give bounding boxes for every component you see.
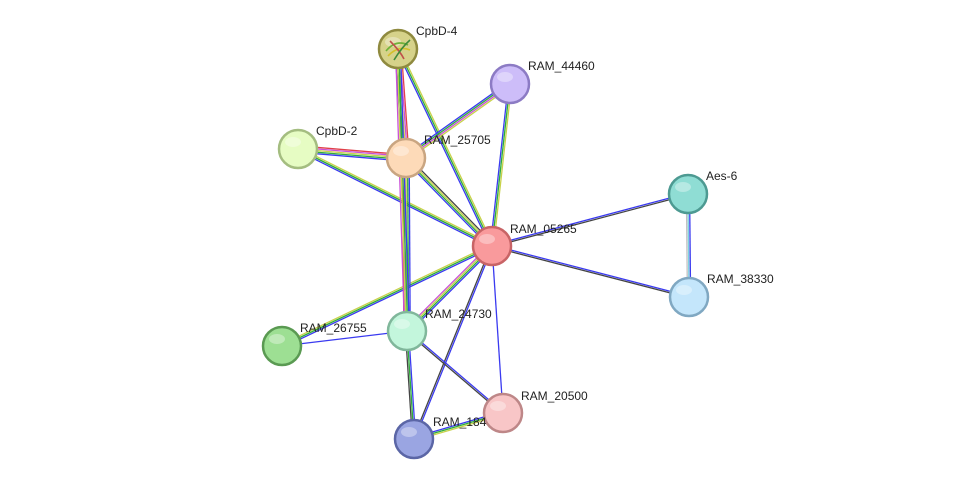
node-highlight (394, 319, 410, 329)
edge-strand (406, 331, 503, 415)
edge-strand (406, 156, 494, 246)
edge-strand (491, 83, 511, 247)
node-circle[interactable] (668, 276, 710, 318)
edge-strand (398, 48, 409, 331)
node-highlight (393, 146, 409, 156)
node-RAM_44460[interactable]: RAM_44460 (489, 59, 595, 105)
edge-strand (404, 158, 492, 248)
node-circle[interactable] (261, 325, 303, 367)
node-Aes-6[interactable]: Aes-6 (667, 169, 738, 215)
edge-RAM_05265-RAM_44460 (489, 83, 513, 247)
node-label-RAM_24730: RAM_24730 (425, 307, 492, 321)
node-RAM_05265[interactable]: RAM_05265 (471, 222, 577, 267)
edge-RAM_05265-RAM_26755 (281, 243, 493, 349)
edge-strand (492, 84, 513, 247)
node-highlight (479, 234, 495, 244)
node-RAM_38330[interactable]: RAM_38330 (668, 272, 774, 318)
edge-RAM_24730-RAM_26755 (281, 330, 408, 347)
node-highlight (401, 427, 417, 437)
edge-strand (408, 157, 411, 331)
node-layer: RAM_05265 RAM_25705 CpbD-4RAM_44460CpbD-2A… (261, 24, 774, 460)
node-label-CpbD-4: CpbD-4 (416, 24, 458, 38)
node-circle[interactable] (385, 137, 427, 179)
edge-strand (492, 244, 690, 297)
node-RAM_24730[interactable]: RAM_24730 (386, 307, 492, 352)
node-highlight (497, 72, 513, 82)
edge-strand (394, 49, 406, 332)
node-label-RAM_26755: RAM_26755 (300, 321, 367, 335)
edge-RAM_24730-RAM_20500 (406, 329, 504, 415)
node-CpbD-2[interactable]: CpbD-2 (277, 124, 358, 170)
node-highlight (490, 401, 506, 411)
edge-strand (407, 329, 504, 413)
edge-RAM_05265-CpbD-4 (395, 48, 495, 247)
edge-strand (397, 48, 493, 247)
edge-strand (412, 245, 492, 439)
node-label-Aes-6: Aes-6 (706, 169, 738, 183)
edge-strand (296, 149, 492, 249)
edge-strand (282, 246, 493, 349)
node-highlight (675, 182, 691, 192)
edge-strand (406, 84, 511, 160)
edge-strand (281, 245, 493, 347)
edge-strand (407, 85, 512, 161)
edge-strand (403, 159, 491, 249)
edge-strand (491, 192, 688, 246)
edge-RAM_05265-RAM_38330 (491, 244, 690, 299)
edge-RAM_25705-RAM_44460 (404, 81, 512, 161)
node-CpbD-4[interactable]: CpbD-4 (377, 24, 458, 70)
edge-strand (489, 83, 510, 246)
edge-RAM_05265-CpbD-2 (296, 146, 494, 249)
structure-strand (389, 40, 405, 60)
edge-strand (491, 245, 504, 414)
structure-strand (387, 47, 411, 57)
node-circle[interactable] (277, 128, 319, 170)
node-highlight (285, 137, 301, 147)
node-circle[interactable] (667, 173, 709, 215)
edge-RAM_05265-RAM_20500 (491, 245, 504, 414)
edge-strand (404, 81, 509, 157)
edge-strand (492, 194, 689, 248)
node-circle[interactable] (489, 63, 531, 105)
node-circle[interactable] (482, 392, 524, 434)
edge-strand (395, 49, 492, 247)
node-label-RAM_44460: RAM_44460 (528, 59, 595, 73)
edge-strand (405, 82, 510, 158)
edge-strand (281, 243, 492, 346)
edge-strand (398, 48, 495, 246)
protein-structure-icon (385, 39, 411, 61)
node-RAM_20500[interactable]: RAM_20500 (482, 389, 588, 434)
edge-strand (414, 246, 494, 440)
node-label-RAM_18420: RAM_184 (433, 415, 487, 429)
node-circle[interactable] (386, 310, 428, 352)
edge-strand (407, 155, 495, 245)
edge-strand (396, 49, 407, 332)
node-highlight (676, 285, 692, 295)
node-RAM_18420[interactable]: RAM_184 (393, 415, 487, 460)
edge-RAM_05265-Aes-6 (491, 192, 689, 248)
node-label-RAM_38330: RAM_38330 (707, 272, 774, 286)
edge-strand (298, 146, 494, 246)
edge-CpbD-4-RAM_24730 (394, 48, 411, 332)
edge-RAM_05265-RAM_18420 (412, 245, 494, 440)
edge-RAM_05265-RAM_25705 (403, 155, 495, 249)
node-circle[interactable] (393, 418, 435, 460)
edge-strand (399, 48, 411, 331)
node-label-RAM_25705: RAM_25705 (424, 133, 491, 147)
edge-strand (297, 148, 493, 247)
node-label-RAM_20500: RAM_20500 (521, 389, 588, 403)
node-label-RAM_05265: RAM_05265 (510, 222, 577, 236)
node-circle[interactable] (471, 225, 513, 267)
structure-strand (393, 39, 411, 61)
node-highlight (269, 334, 285, 344)
node-label-CpbD-2: CpbD-2 (316, 124, 358, 138)
node-highlight (385, 37, 401, 47)
edge-strand (491, 246, 689, 299)
edge-strand (281, 330, 408, 347)
node-RAM_25705[interactable]: RAM_25705 (385, 133, 491, 179)
node-RAM_26755[interactable]: RAM_26755 (261, 321, 367, 367)
